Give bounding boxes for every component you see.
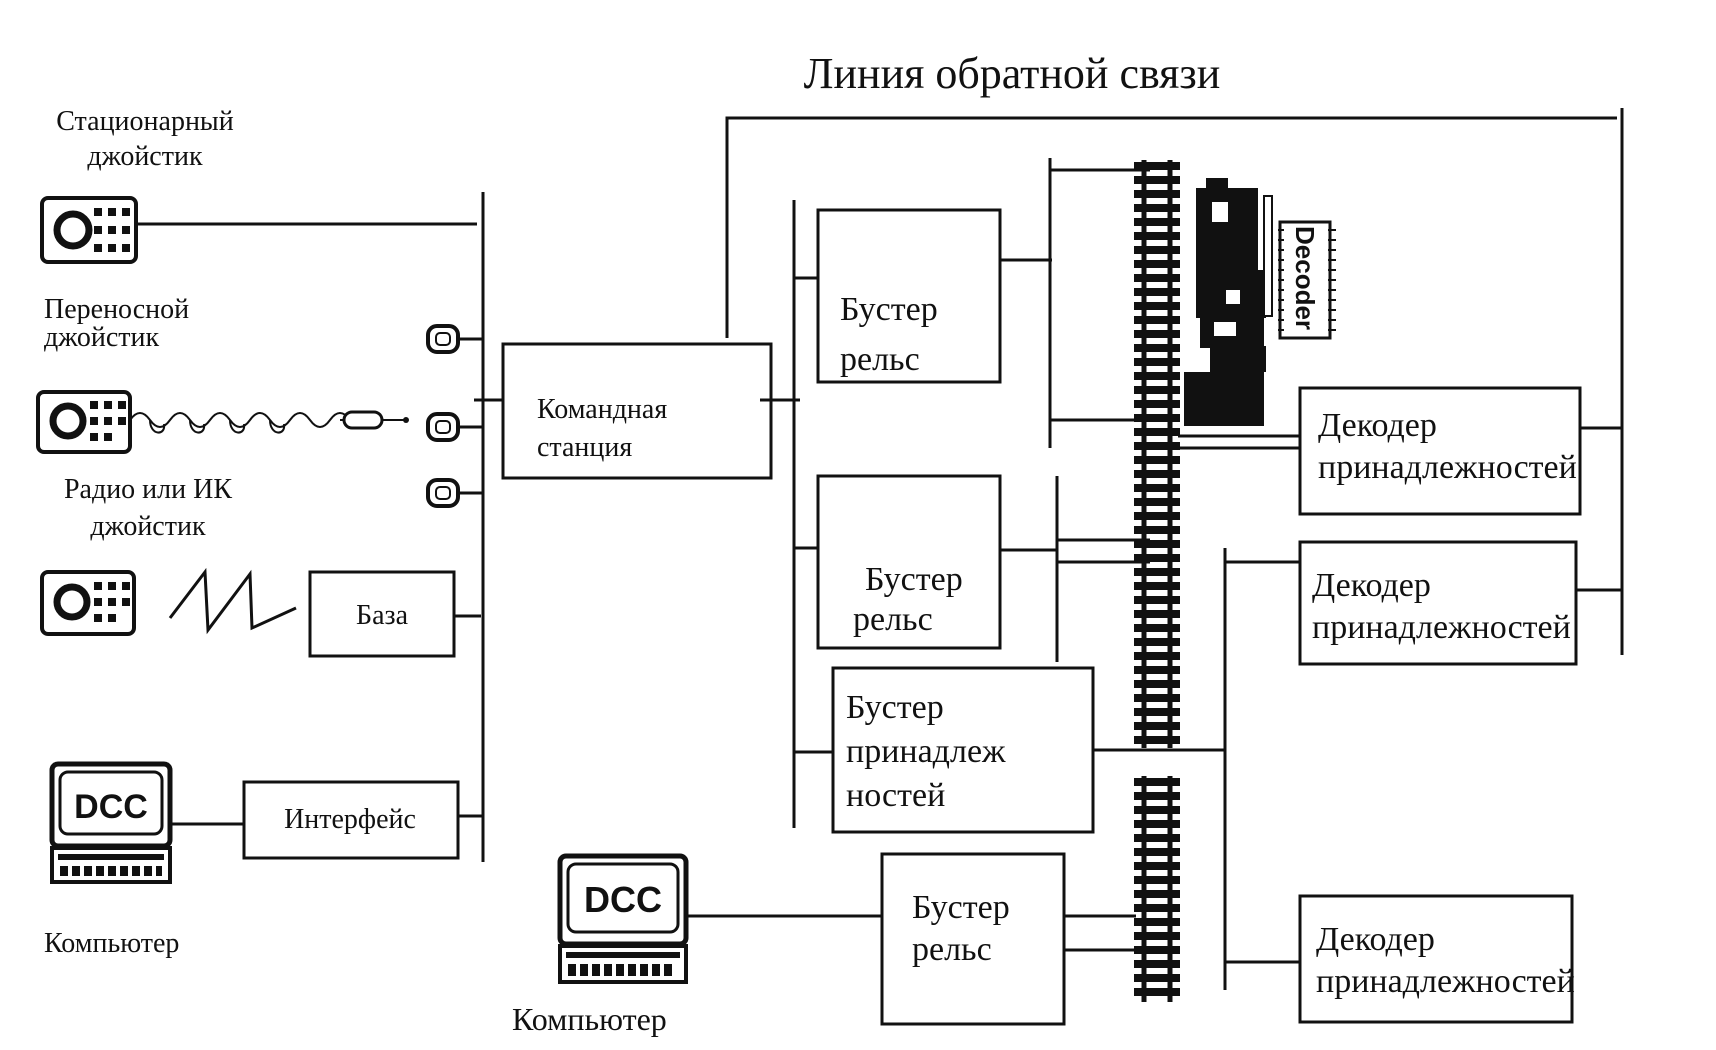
feedback-line xyxy=(725,116,1617,338)
booster2-label-2: рельс xyxy=(853,601,933,638)
stationary-label-1: Стационарный xyxy=(56,106,233,137)
interface-box xyxy=(242,780,460,860)
accessory-decoder-2-box xyxy=(1298,540,1578,666)
radio-label-1: Радио или ИК xyxy=(64,474,232,505)
locomotive-icon xyxy=(1184,178,1273,426)
computer1-label: Компьютер xyxy=(44,928,179,959)
booster-accessories-box xyxy=(831,666,1095,834)
command-station-label-1: Командная xyxy=(537,394,667,425)
portable-label-1: Переносной xyxy=(44,294,189,325)
booster-acc-label-3: ностей xyxy=(846,777,945,814)
interface-label: Интерфейс xyxy=(284,804,416,835)
portable-label-2: джойстик xyxy=(44,322,160,353)
jack-icon-3 xyxy=(426,478,482,508)
decoder3-label-2: принадлежностей xyxy=(1316,963,1575,1000)
booster-acc-label-1: Бустер xyxy=(846,689,944,726)
plug-icon xyxy=(342,410,409,430)
computer-icon-1: DCC xyxy=(49,761,173,884)
base-label: База xyxy=(356,600,409,631)
radio-label-2: джойстик xyxy=(90,511,206,542)
booster-rail-1-box xyxy=(816,208,1002,384)
stationary-joystick-icon xyxy=(40,196,138,264)
computer2-label: Компьютер xyxy=(512,1001,667,1037)
booster3-label-1: Бустер xyxy=(912,889,1010,926)
booster1-label-2: рельс xyxy=(840,341,920,378)
decoder3-label-1: Декодер xyxy=(1316,921,1435,958)
jack-icon-1 xyxy=(426,324,482,354)
dcc-label-1: DCC xyxy=(74,788,148,826)
command-station-box xyxy=(501,342,773,480)
booster3-label-2: рельс xyxy=(912,931,992,968)
command-station-label-2: станция xyxy=(537,432,632,463)
booster1-label-1: Бустер xyxy=(840,291,938,328)
accessory-decoder-3-box xyxy=(1298,894,1574,1024)
accessory-decoder-1-box xyxy=(1298,386,1582,516)
jack-icon-2 xyxy=(426,412,482,442)
track-icon xyxy=(1134,160,1180,1002)
radio-signal-icon xyxy=(168,567,297,635)
decoder-chip-label: Decoder xyxy=(1290,226,1320,330)
radio-joystick-icon xyxy=(40,570,136,636)
coiled-cable xyxy=(129,412,372,428)
dcc-label-2: DCC xyxy=(584,879,662,920)
booster-rail-3-box xyxy=(880,852,1066,1026)
decoder2-label-1: Декодер xyxy=(1312,567,1431,604)
decoder1-label-2: принадлежностей xyxy=(1318,449,1577,486)
booster-acc-label-2: принадлеж xyxy=(846,733,1006,770)
stationary-label-2: джойстик xyxy=(87,141,203,172)
coil-loops xyxy=(149,419,286,434)
computer-icon-2: DCC xyxy=(557,853,689,984)
booster-rail-2-box xyxy=(816,474,1002,650)
decoder-chip-icon: Decoder xyxy=(1278,220,1336,340)
decoder2-label-2: принадлежностей xyxy=(1312,609,1571,646)
base-box xyxy=(308,570,456,658)
booster2-label-1: Бустер xyxy=(865,561,963,598)
feedback-line-title: Линия обратной связи xyxy=(804,49,1221,98)
decoder1-label-1: Декодер xyxy=(1318,407,1437,444)
portable-joystick-icon xyxy=(36,390,132,454)
